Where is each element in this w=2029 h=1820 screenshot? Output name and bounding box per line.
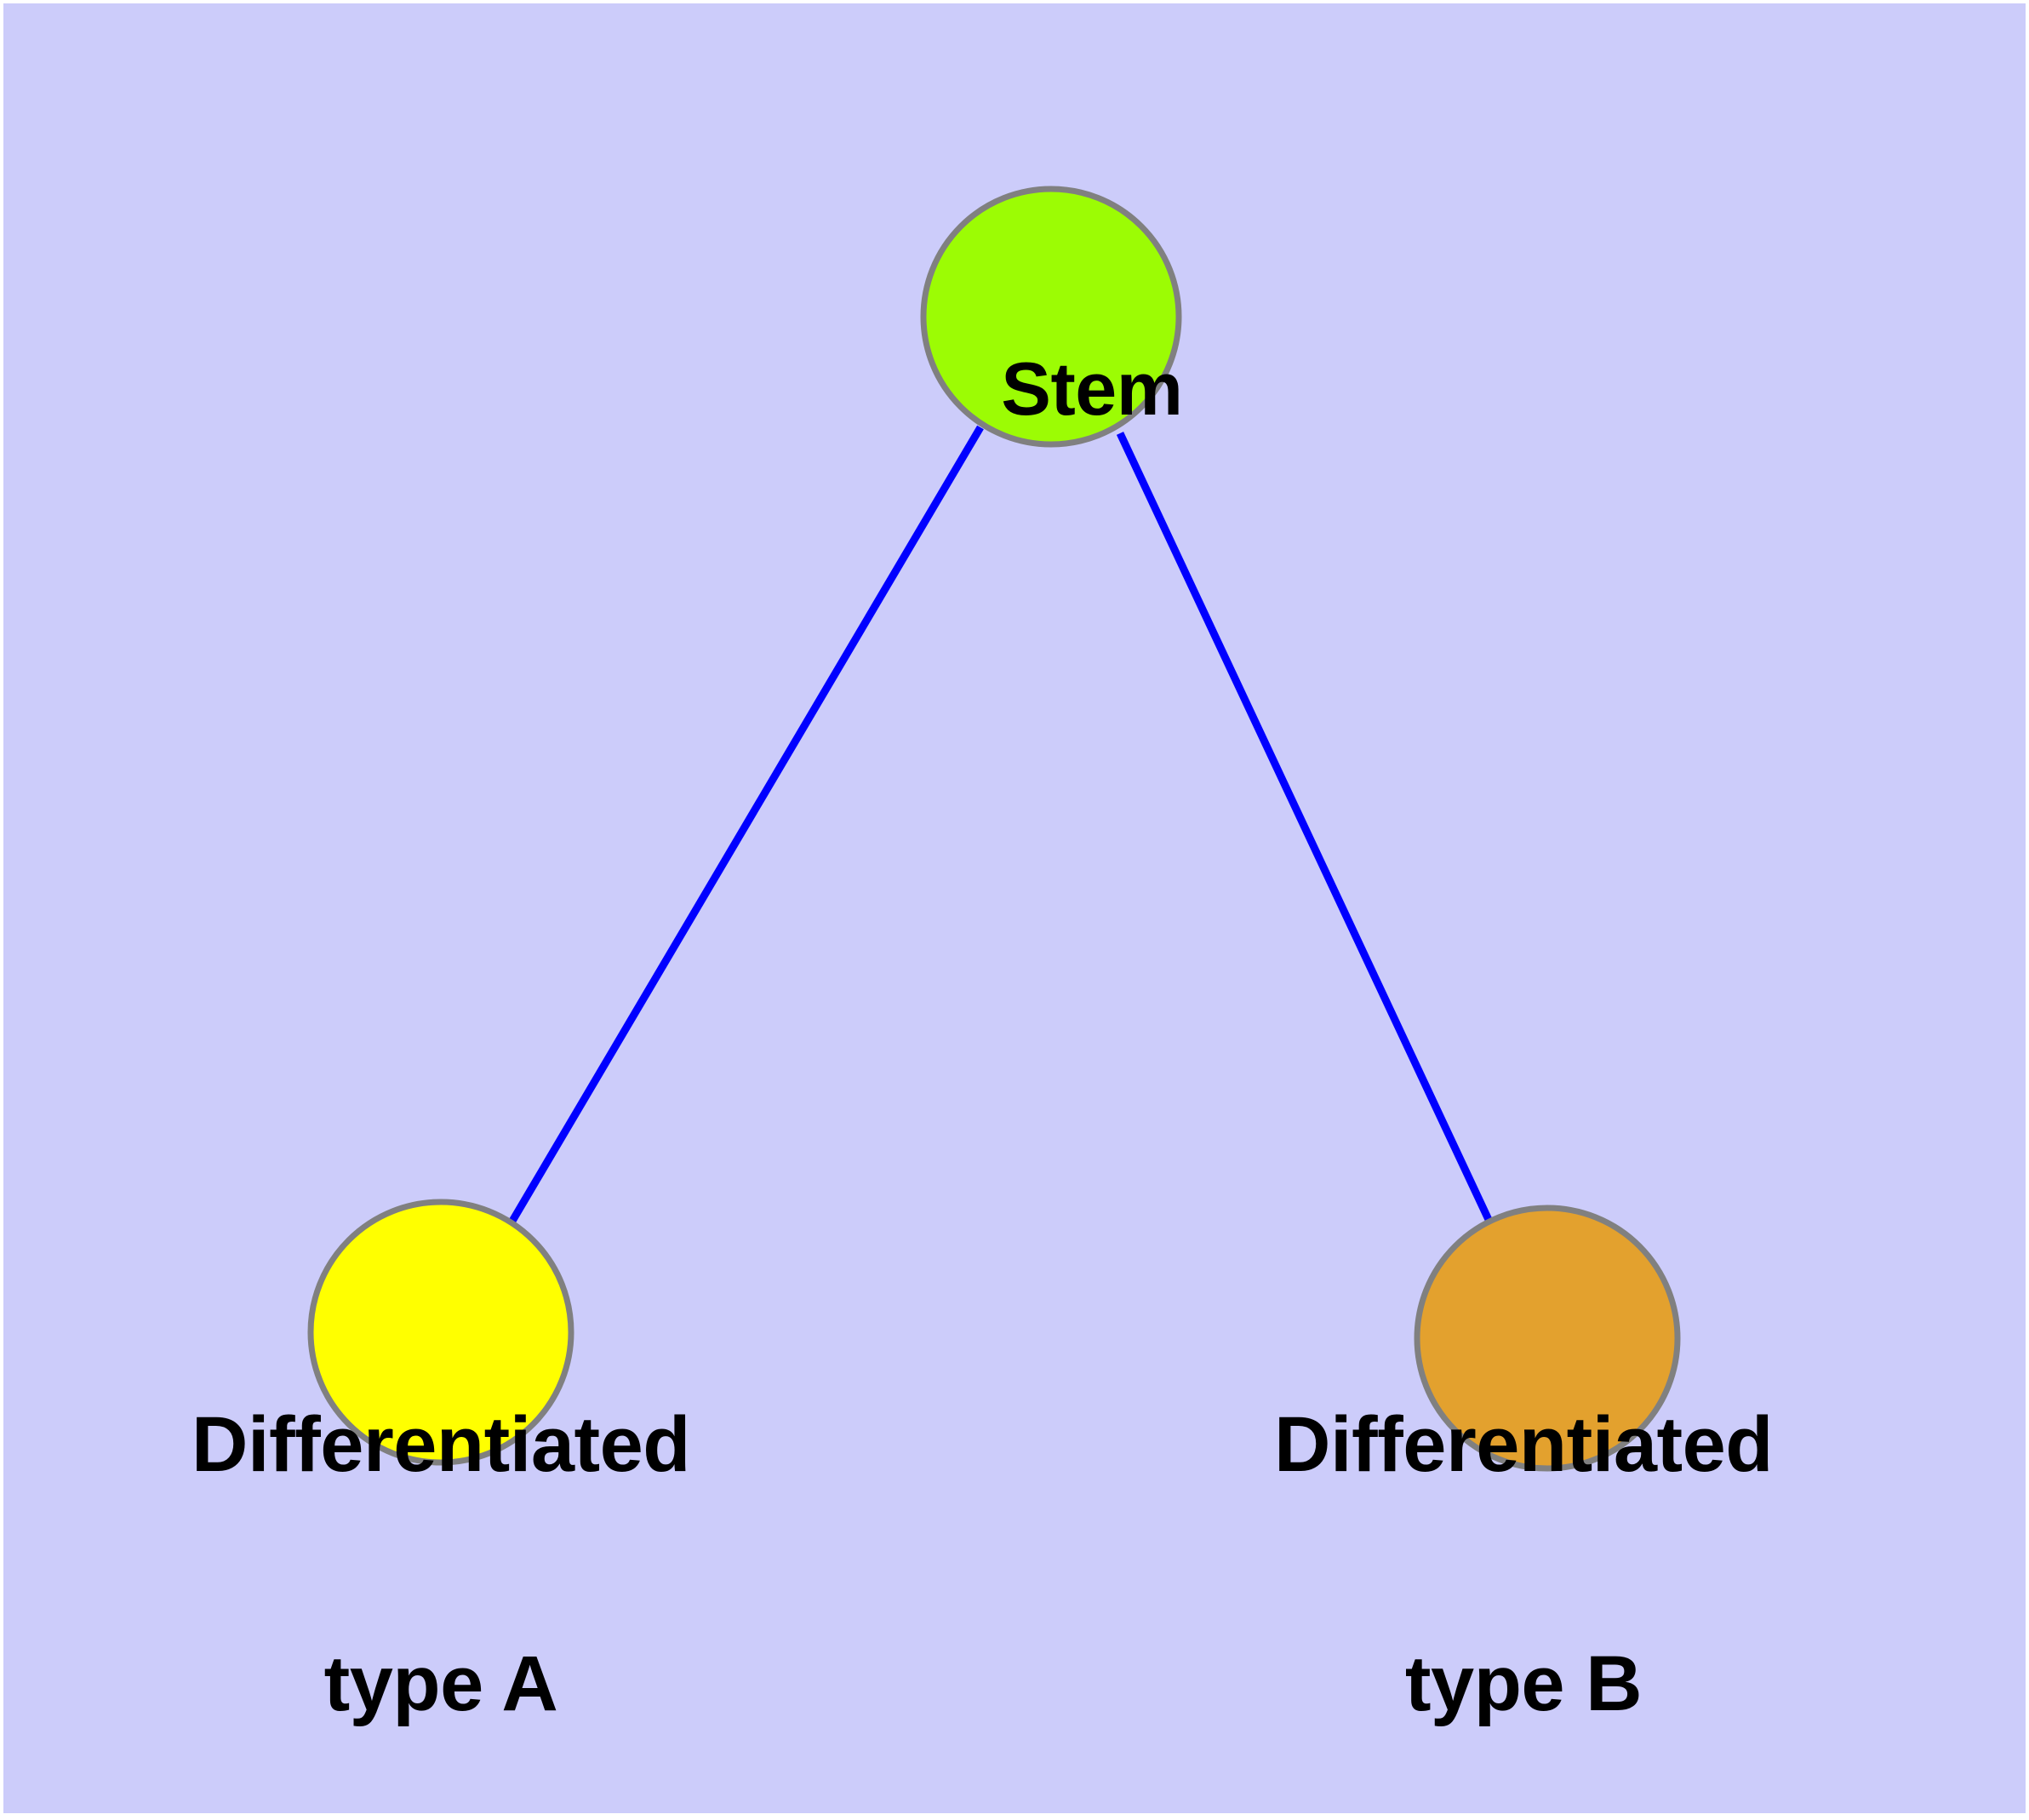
- edge-stem-to-differentiated-b[interactable]: [1116, 432, 1495, 1225]
- edge-stem-to-differentiated-a[interactable]: [508, 425, 984, 1225]
- node-stem[interactable]: [920, 186, 1182, 448]
- node-differentiated-type-a[interactable]: [307, 1199, 574, 1466]
- node-differentiated-type-b[interactable]: [1414, 1205, 1681, 1472]
- edge-layer: [508, 425, 1495, 1225]
- node-layer: [307, 186, 1681, 1472]
